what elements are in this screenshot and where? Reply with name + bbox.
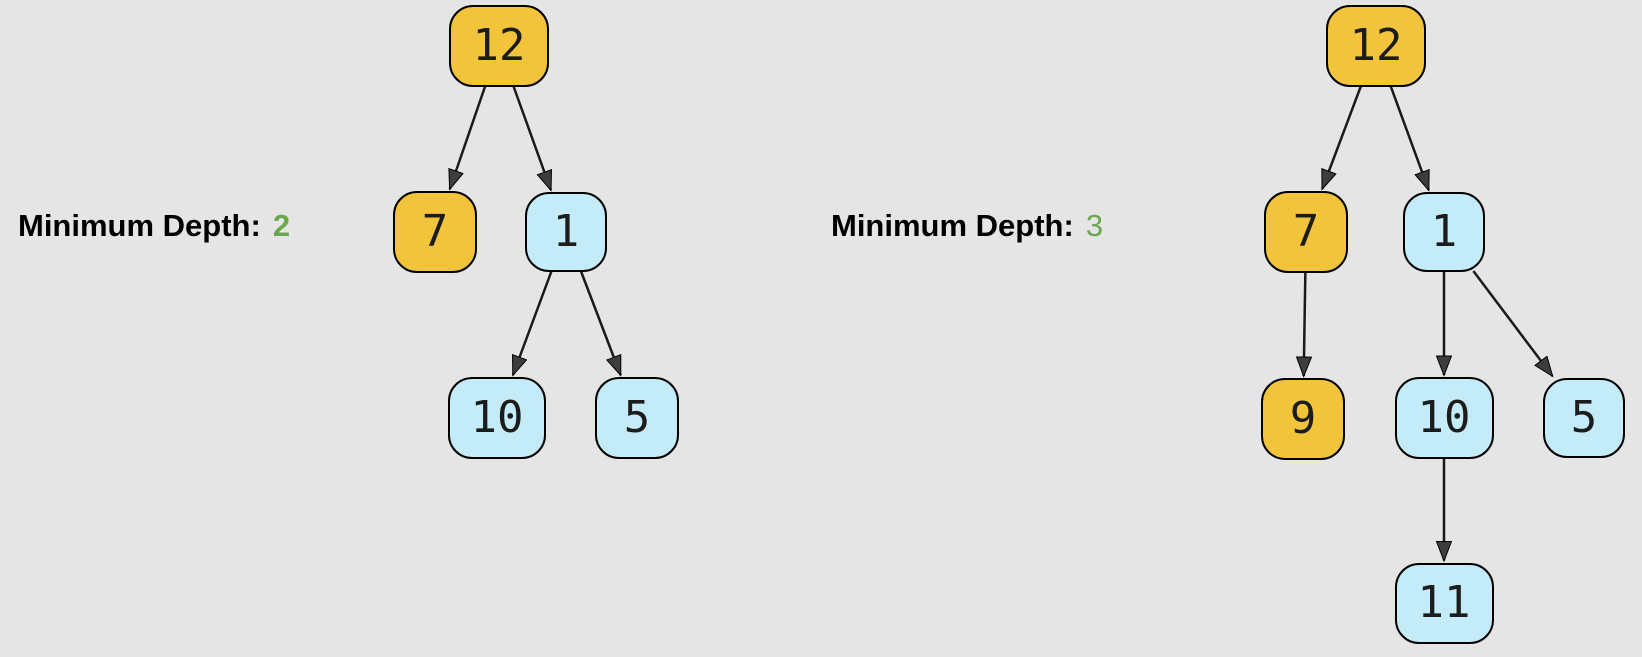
tree-node-right-tree-9: 9	[1261, 378, 1345, 460]
tree-node-right-tree-7: 7	[1264, 191, 1348, 273]
min-depth-text: Minimum Depth:	[18, 208, 261, 243]
edge-12-7	[450, 85, 487, 189]
edge-12-1	[512, 85, 553, 190]
min-depth-label-left: Minimum Depth: 2	[18, 208, 290, 244]
tree-node-right-tree-11: 11	[1394, 562, 1494, 644]
min-depth-value: 2	[272, 208, 291, 243]
edge-12-7	[1321, 85, 1363, 189]
min-depth-value: 3	[1085, 208, 1104, 243]
tree-node-left-tree-1: 1	[525, 192, 607, 272]
tree-node-right-tree-5: 5	[1543, 378, 1625, 458]
edge-7-9	[1304, 271, 1306, 376]
tree-node-left-tree-7: 7	[393, 191, 477, 273]
min-depth-label-right: Minimum Depth: 3	[831, 208, 1103, 244]
tree-node-left-tree-10: 10	[448, 377, 546, 459]
edge-1-5	[1472, 270, 1552, 376]
edge-1-5	[579, 270, 622, 375]
tree-node-right-tree-10: 10	[1394, 377, 1494, 459]
tree-node-right-tree-12: 12	[1326, 5, 1426, 87]
min-depth-text: Minimum Depth:	[831, 208, 1074, 243]
edge-group	[450, 85, 1553, 561]
edge-1-10	[511, 270, 553, 375]
edge-12-1	[1389, 85, 1430, 190]
tree-node-left-tree-12: 12	[449, 5, 549, 87]
tree-node-left-tree-5: 5	[595, 377, 679, 459]
tree-node-right-tree-1: 1	[1403, 192, 1485, 272]
